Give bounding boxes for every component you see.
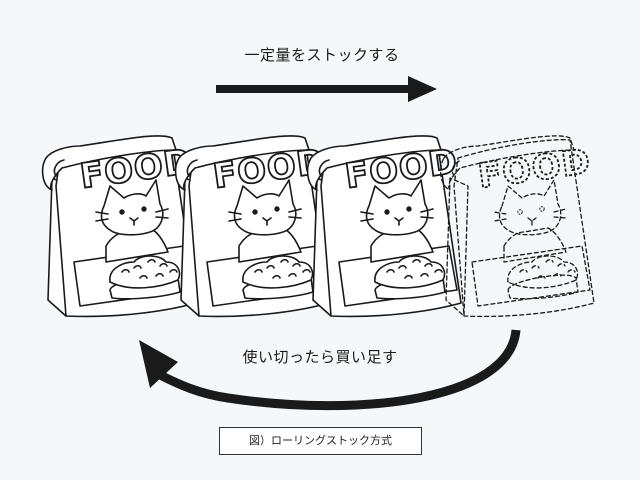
replenish-arrow — [139, 329, 521, 411]
stock-label: 一定量をストックする — [244, 46, 400, 64]
replenish-label: 使い切ったら買い足す — [242, 348, 398, 366]
food-bag: FOOD — [174, 135, 330, 318]
food-bag-outline: FOOD — [439, 135, 595, 318]
food-bag: FOOD — [306, 135, 462, 318]
food-label: FOOD — [476, 142, 594, 197]
stock-arrow — [216, 76, 437, 102]
food-bag: FOOD — [41, 135, 197, 318]
figure-caption: 図）ローリングストック方式 — [219, 427, 422, 455]
